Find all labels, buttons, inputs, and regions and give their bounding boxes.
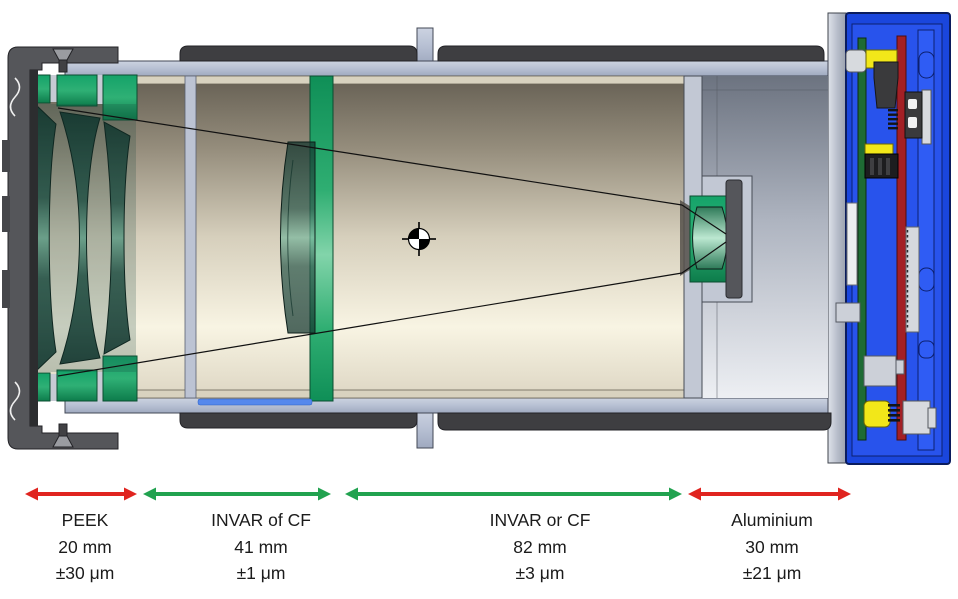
tube-wall-top <box>64 60 829 77</box>
segment-length: 20 mm <box>58 536 112 557</box>
inductor-yellow <box>863 400 891 428</box>
segment-tolerance: ±1 μm <box>236 563 286 583</box>
cell-wall <box>97 75 103 104</box>
field-lens-glass <box>692 206 728 270</box>
side-slot <box>846 202 858 286</box>
screw-shaft <box>58 423 68 437</box>
standoff <box>845 49 867 73</box>
connector-ridge <box>870 158 874 175</box>
middle-lens-group <box>280 75 334 402</box>
barrel-joint-ring <box>184 75 197 399</box>
segment-label-aluminium: Aluminium 30 mm ±21 μm <box>731 507 813 587</box>
wave-spring <box>9 77 21 117</box>
segment-length: 30 mm <box>745 536 799 557</box>
grip-ring <box>437 45 825 62</box>
ray-lower-refracted <box>681 241 727 274</box>
adhesive-line <box>197 398 313 406</box>
bezel-step <box>2 270 10 308</box>
segment-length: 82 mm <box>513 536 567 557</box>
pin-header <box>888 404 900 422</box>
ray-lower <box>57 272 683 377</box>
front-bezel <box>2 46 119 450</box>
shield-nub <box>895 359 905 375</box>
segment-tolerance: ±30 μm <box>55 563 115 583</box>
can-component <box>873 61 899 109</box>
barrel-wall-top <box>134 75 685 85</box>
ray-upper-refracted <box>681 204 727 235</box>
dimension-arrow-peek <box>25 487 137 501</box>
dimension-arrow-invar-front <box>143 487 331 501</box>
dimension-arrow-aluminium <box>688 487 851 501</box>
barrel-wall-bottom <box>134 389 685 399</box>
grip-ring <box>179 45 418 62</box>
bezel-inner-shadow <box>30 70 38 426</box>
front-lens-group <box>21 74 138 402</box>
material-name: PEEK <box>61 510 109 530</box>
bezel-step <box>2 140 10 172</box>
housing-boss <box>918 267 935 292</box>
segment-label-invar-front: INVAR of CF 41 mm ±1 μm <box>211 507 311 587</box>
flex-ribbon <box>905 226 920 333</box>
rear-mount-plate <box>827 12 847 464</box>
segment-tolerance: ±21 μm <box>742 563 802 583</box>
lens-element <box>59 111 101 365</box>
housing-boss <box>918 51 935 79</box>
bezel-step <box>2 196 10 232</box>
screw-shaft <box>58 59 68 73</box>
electronics-housing <box>835 12 951 465</box>
usb-contact <box>908 117 917 128</box>
ray-trace <box>57 107 727 377</box>
wave-spring <box>9 381 21 421</box>
lens-surface-line <box>287 159 294 317</box>
connector-ridge <box>886 158 890 175</box>
usb-connector <box>904 91 923 139</box>
segment-label-peek: PEEK 20 mm ±30 μm <box>56 507 115 587</box>
cell-wall <box>50 374 57 401</box>
tube-rib-top <box>416 27 434 65</box>
material-name: INVAR or CF <box>489 510 591 530</box>
ray-upper <box>57 107 683 206</box>
glass-shade <box>34 104 136 372</box>
grip-ring <box>179 412 418 429</box>
connector-ridge <box>878 158 882 175</box>
grip-ring <box>437 412 832 431</box>
rear-connector <box>902 400 931 435</box>
pin-header <box>888 109 898 130</box>
tube-wall-bottom <box>64 397 829 414</box>
center-of-mass-icon <box>402 222 436 256</box>
housing-boss <box>918 340 935 359</box>
dimension-arrows <box>25 487 851 501</box>
cell-wall <box>50 75 57 102</box>
material-name: Aluminium <box>731 510 813 530</box>
segment-tolerance: ±3 μm <box>515 563 565 583</box>
sensor-pcb-green <box>857 37 867 441</box>
usb-bracket <box>921 89 932 145</box>
retaining-ring <box>725 179 743 299</box>
cell-wall <box>97 372 103 401</box>
lens-cell-green <box>56 74 98 107</box>
lens-element <box>103 121 131 355</box>
mount-tab <box>835 302 861 323</box>
lens-element <box>280 141 316 334</box>
rear-connector-step <box>927 407 937 429</box>
material-name: INVAR of CF <box>211 510 311 530</box>
dimension-arrow-invar-main <box>345 487 682 501</box>
rear-section <box>680 75 828 399</box>
segment-length: 41 mm <box>234 536 288 557</box>
lens-cell-green <box>102 74 138 121</box>
tube-rib-bottom <box>416 409 434 449</box>
segment-label-invar-main: INVAR or CF 82 mm ±3 μm <box>490 507 591 587</box>
usb-contact <box>908 99 917 109</box>
shield-block <box>863 355 897 387</box>
